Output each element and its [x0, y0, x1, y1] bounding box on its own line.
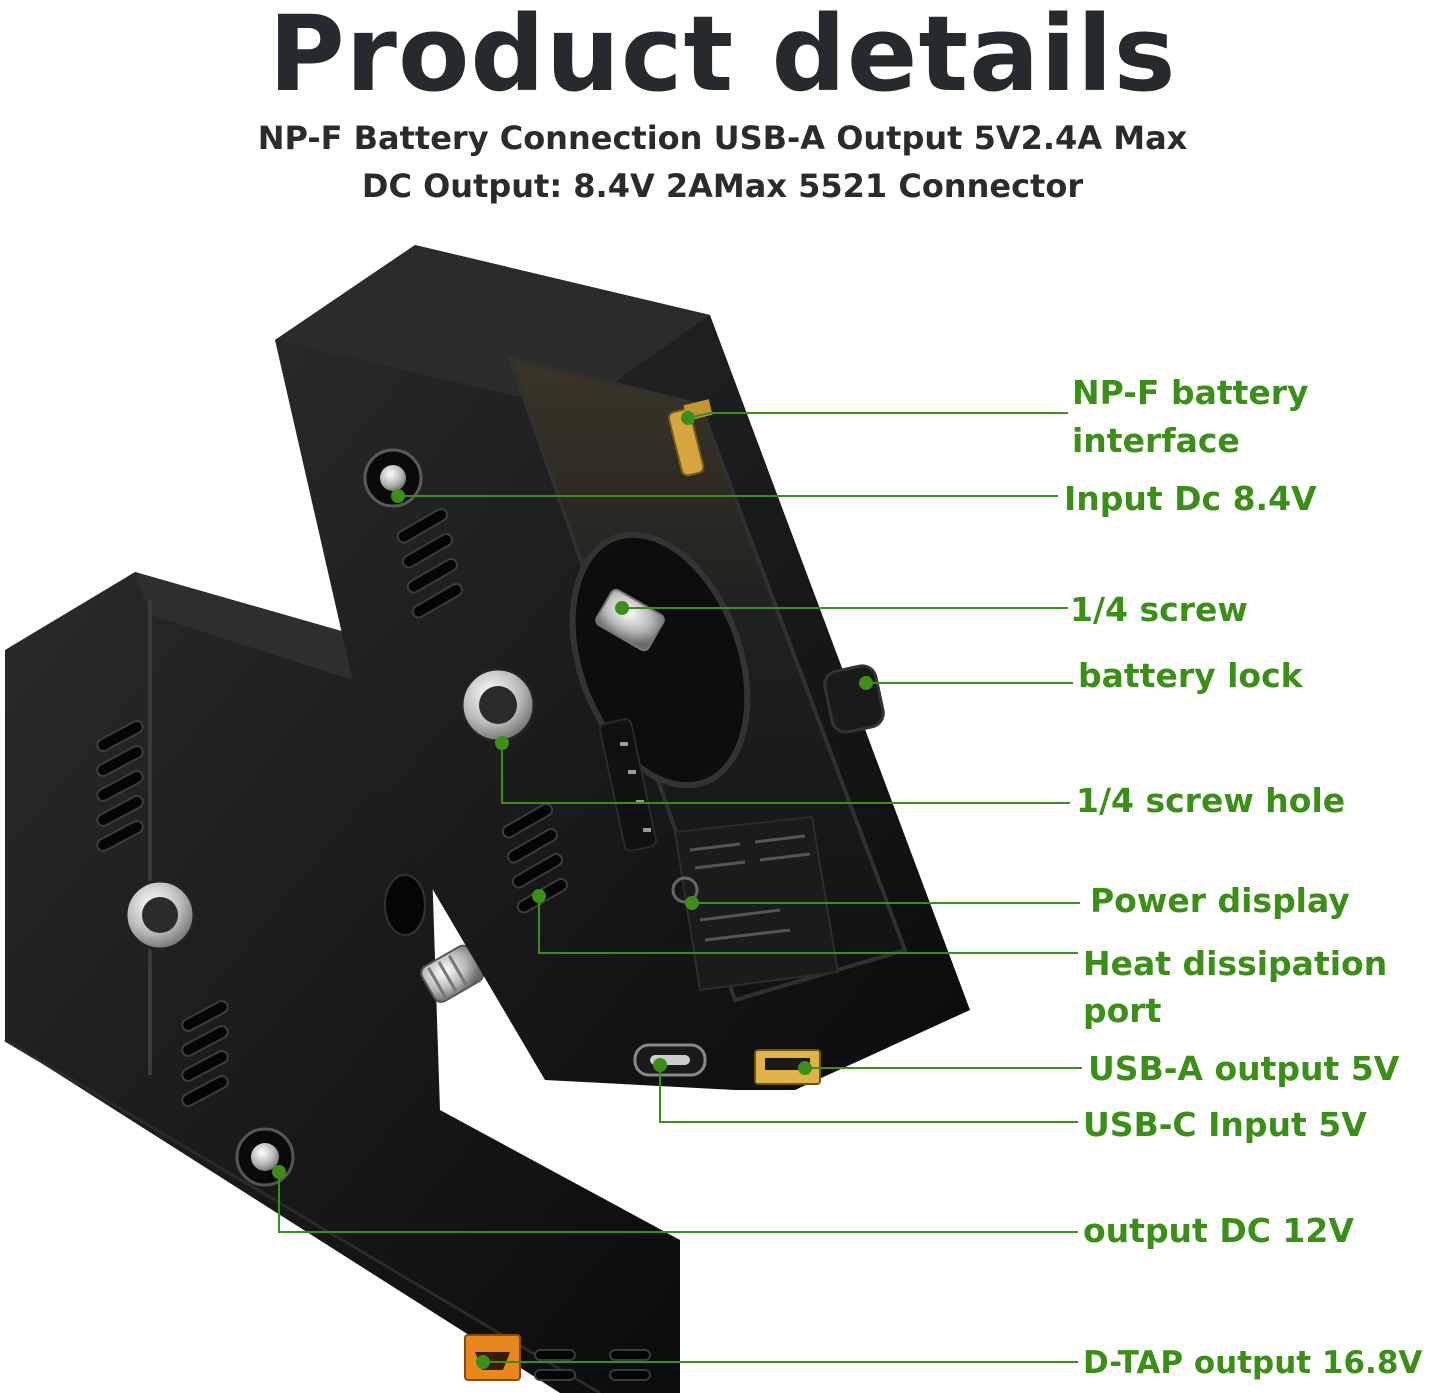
rear-device-body [4, 572, 680, 1393]
heat-vent-slots-front-upper [396, 508, 464, 619]
callout-usba: USB-A output 5V [1088, 1049, 1400, 1088]
page-title: Product details [268, 0, 1177, 115]
callout-heat-line2: port [1083, 991, 1162, 1030]
heat-vent-slots-rear-bottom [534, 1349, 651, 1381]
subtitle-line-2: DC Output: 8.4V 2AMax 5521 Connector [361, 167, 1084, 205]
leader-lines [278, 412, 1082, 1363]
heat-vent-slots-rear-lower [181, 1000, 229, 1107]
callout-dtap: D-TAP output 16.8V [1083, 1345, 1423, 1381]
front-device-body [275, 245, 970, 1090]
callout-heat-line1: Heat dissipation [1083, 944, 1388, 983]
callout-npf-line1: NP-F battery [1072, 373, 1309, 412]
callout-usbc: USB-C Input 5V [1083, 1105, 1367, 1144]
callout-npf-line2: interface [1072, 421, 1240, 460]
leader-dots [272, 411, 873, 1369]
subtitle-line-1: NP-F Battery Connection USB-A Output 5V2… [257, 119, 1188, 157]
callout-screw-hole: 1/4 screw hole [1076, 781, 1346, 820]
callout-power-display: Power display [1090, 881, 1350, 920]
callout-screw: 1/4 screw [1070, 590, 1248, 629]
callout-input-dc: Input Dc 8.4V [1064, 479, 1317, 518]
usbc-port [633, 1043, 707, 1077]
callout-battery-lock: battery lock [1078, 656, 1303, 695]
callout-dc12: output DC 12V [1083, 1211, 1354, 1250]
heat-vent-slots-rear-upper [96, 720, 144, 852]
dtap-port [464, 1334, 521, 1381]
